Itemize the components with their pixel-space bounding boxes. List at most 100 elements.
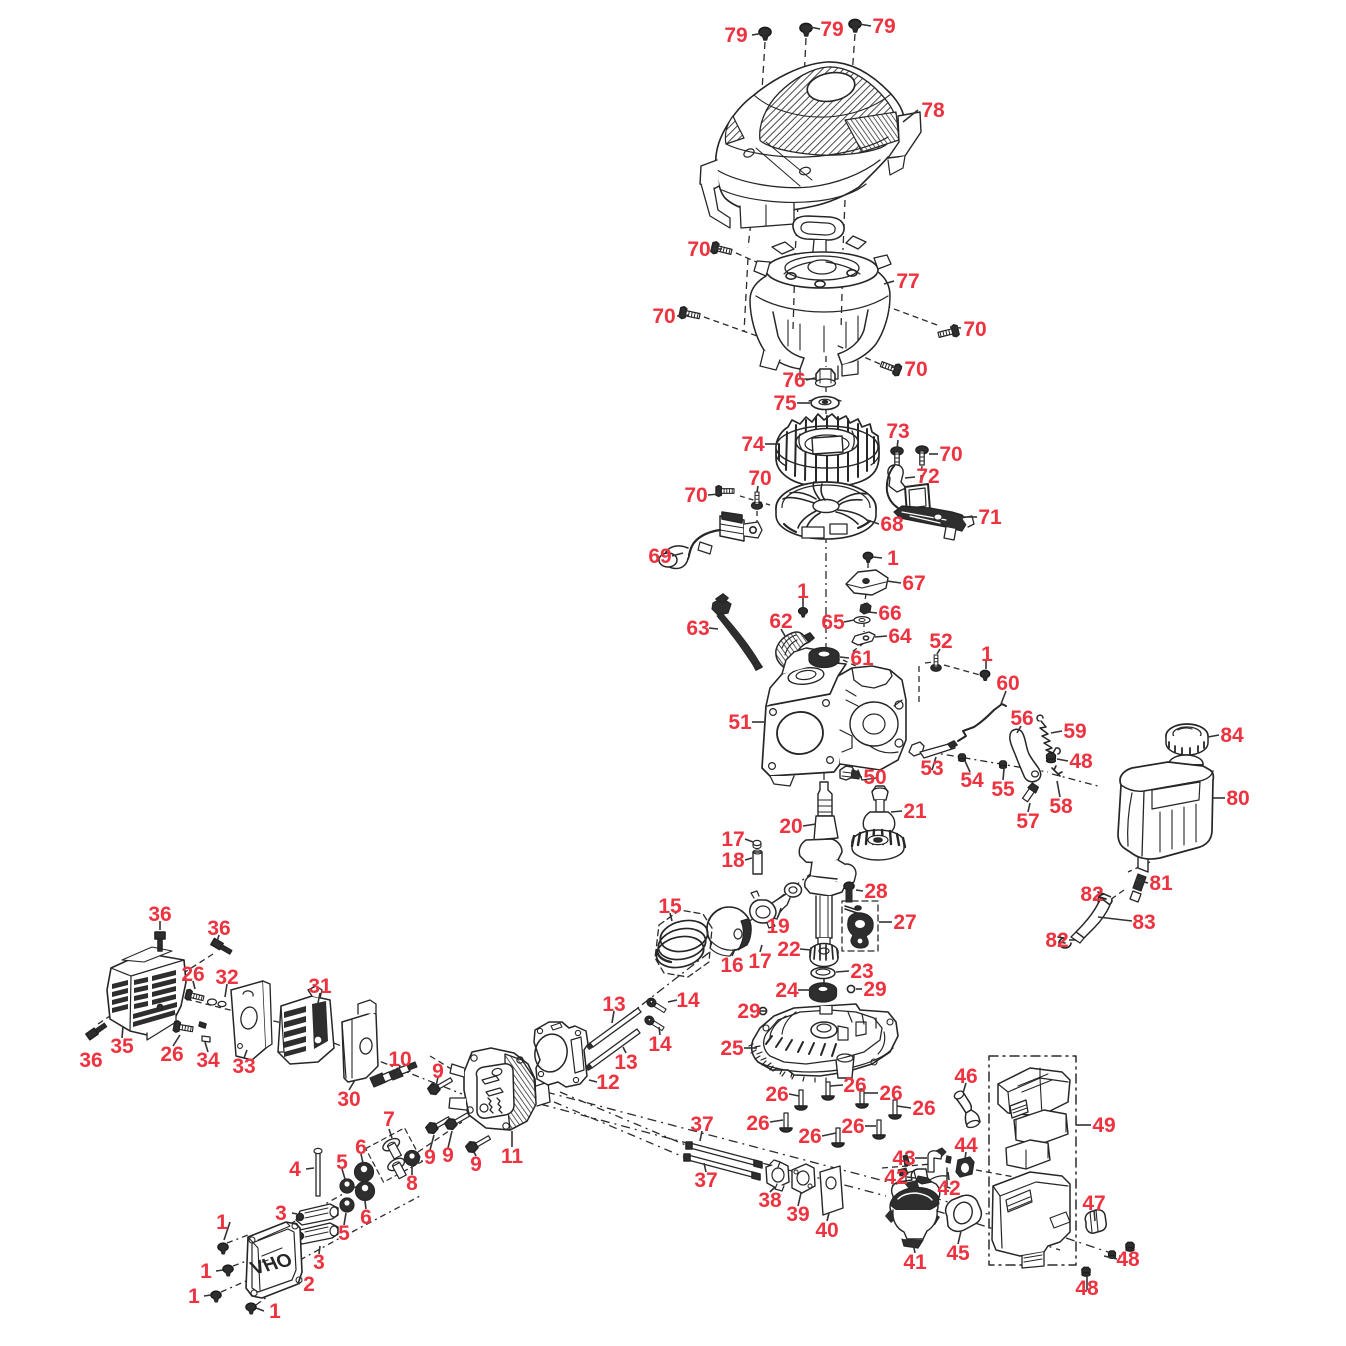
svg-text:18: 18 (721, 849, 745, 872)
svg-text:47: 47 (1082, 1192, 1105, 1215)
svg-text:21: 21 (903, 800, 927, 823)
svg-text:70: 70 (684, 484, 707, 507)
svg-text:49: 49 (1092, 1114, 1115, 1137)
svg-text:48: 48 (1116, 1248, 1140, 1271)
svg-text:42: 42 (937, 1177, 960, 1200)
svg-text:26: 26 (841, 1115, 864, 1138)
svg-text:71: 71 (978, 506, 1002, 529)
svg-text:35: 35 (110, 1035, 134, 1058)
svg-text:70: 70 (748, 467, 771, 490)
svg-text:1: 1 (797, 580, 809, 603)
svg-text:82: 82 (1045, 929, 1068, 952)
svg-text:79: 79 (724, 24, 747, 47)
svg-text:75: 75 (773, 392, 797, 415)
svg-text:73: 73 (886, 420, 909, 443)
svg-text:34: 34 (196, 1049, 220, 1072)
svg-text:38: 38 (758, 1189, 782, 1212)
svg-text:70: 70 (687, 238, 710, 261)
svg-text:26: 26 (746, 1112, 769, 1135)
svg-text:32: 32 (215, 966, 238, 989)
svg-text:6: 6 (360, 1206, 372, 1229)
svg-text:10: 10 (388, 1048, 411, 1071)
svg-text:58: 58 (1049, 795, 1073, 818)
svg-text:42: 42 (884, 1166, 907, 1189)
svg-text:59: 59 (1063, 720, 1086, 743)
svg-text:43: 43 (892, 1147, 915, 1170)
svg-text:81: 81 (1149, 872, 1173, 895)
svg-text:26: 26 (879, 1082, 902, 1105)
svg-text:25: 25 (720, 1037, 744, 1060)
svg-text:9: 9 (432, 1060, 444, 1083)
svg-text:70: 70 (963, 318, 986, 341)
svg-text:29: 29 (737, 1000, 760, 1023)
svg-text:56: 56 (1010, 707, 1033, 730)
svg-text:68: 68 (880, 513, 904, 536)
svg-text:63: 63 (686, 617, 709, 640)
svg-text:26: 26 (181, 963, 204, 986)
svg-text:82: 82 (1080, 883, 1103, 906)
svg-text:13: 13 (602, 993, 625, 1016)
svg-text:79: 79 (820, 18, 843, 41)
svg-text:13: 13 (614, 1051, 637, 1074)
svg-text:51: 51 (728, 711, 752, 734)
svg-text:50: 50 (863, 766, 886, 789)
svg-text:40: 40 (815, 1219, 838, 1242)
svg-text:5: 5 (336, 1151, 348, 1174)
svg-text:26: 26 (160, 1043, 183, 1066)
svg-text:26: 26 (843, 1074, 866, 1097)
svg-text:1: 1 (269, 1300, 281, 1323)
svg-text:14: 14 (648, 1033, 672, 1056)
svg-text:17: 17 (721, 828, 744, 851)
svg-text:64: 64 (888, 625, 912, 648)
svg-text:53: 53 (920, 757, 943, 780)
svg-text:1: 1 (200, 1260, 212, 1283)
svg-text:62: 62 (769, 610, 792, 633)
svg-text:1: 1 (216, 1211, 228, 1234)
svg-text:67: 67 (902, 572, 925, 595)
svg-text:23: 23 (850, 960, 873, 983)
svg-text:9: 9 (442, 1144, 454, 1167)
svg-text:48: 48 (1075, 1277, 1099, 1300)
svg-text:33: 33 (232, 1055, 255, 1078)
svg-text:52: 52 (929, 630, 952, 653)
svg-text:19: 19 (766, 915, 789, 938)
svg-text:70: 70 (939, 443, 962, 466)
svg-text:26: 26 (798, 1125, 821, 1148)
svg-text:30: 30 (337, 1088, 360, 1111)
svg-text:37: 37 (694, 1169, 717, 1192)
svg-text:36: 36 (79, 1049, 102, 1072)
svg-text:54: 54 (960, 769, 984, 792)
svg-text:16: 16 (720, 954, 743, 977)
svg-text:77: 77 (896, 270, 919, 293)
svg-text:83: 83 (1132, 911, 1155, 934)
svg-text:39: 39 (786, 1203, 809, 1226)
svg-text:11: 11 (501, 1145, 524, 1168)
svg-text:17: 17 (748, 950, 771, 973)
svg-text:78: 78 (921, 99, 945, 122)
svg-text:65: 65 (821, 611, 845, 634)
svg-text:4: 4 (289, 1158, 301, 1181)
svg-text:37: 37 (690, 1113, 713, 1136)
svg-text:66: 66 (878, 602, 901, 625)
svg-text:48: 48 (1069, 750, 1093, 773)
svg-text:41: 41 (903, 1251, 927, 1274)
svg-text:36: 36 (207, 917, 230, 940)
svg-text:6: 6 (355, 1136, 367, 1159)
svg-text:8: 8 (406, 1172, 418, 1195)
svg-text:5: 5 (338, 1222, 350, 1245)
svg-text:84: 84 (1220, 724, 1244, 747)
svg-text:14: 14 (676, 989, 700, 1012)
svg-text:60: 60 (996, 672, 1019, 695)
svg-text:26: 26 (912, 1097, 935, 1120)
svg-text:9: 9 (470, 1153, 482, 1176)
svg-text:57: 57 (1016, 810, 1039, 833)
svg-text:70: 70 (904, 358, 927, 381)
svg-text:46: 46 (954, 1065, 977, 1088)
svg-text:74: 74 (741, 433, 765, 456)
svg-text:24: 24 (775, 979, 799, 1002)
svg-text:3: 3 (313, 1251, 325, 1274)
svg-text:45: 45 (946, 1242, 970, 1265)
svg-text:29: 29 (863, 978, 886, 1001)
svg-text:26: 26 (765, 1083, 788, 1106)
svg-text:22: 22 (777, 938, 800, 961)
